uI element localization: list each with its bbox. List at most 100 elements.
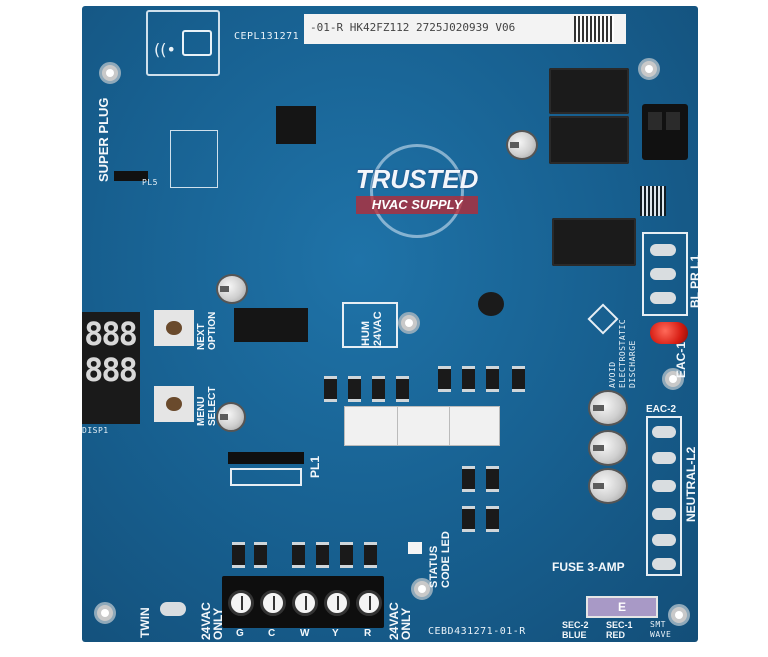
part-number-bottom: CEBD431271-01-R xyxy=(428,626,526,637)
spade-terminal xyxy=(650,244,676,256)
pl1-connector xyxy=(228,452,304,464)
thermostat-terminal-block xyxy=(222,576,384,628)
screw-terminal-g[interactable] xyxy=(228,590,254,616)
watermark-line1: TRUSTED xyxy=(355,164,479,194)
disp-label: DISP1 xyxy=(82,426,109,435)
microcontroller-chip xyxy=(276,106,316,144)
terminal-letter: Y xyxy=(332,628,339,639)
relay-2 xyxy=(549,116,629,164)
spade-terminal xyxy=(652,452,676,464)
part-number-top: CEPL131271 xyxy=(234,31,300,42)
relay-1 xyxy=(549,68,629,114)
status-code-led-label: STATUS CODE LED xyxy=(428,531,452,588)
seven-segment-display: 888 888 xyxy=(82,312,140,424)
screw-terminal-r[interactable] xyxy=(356,590,382,616)
nfc-antenna-area: ((• xyxy=(146,10,220,76)
display-digits: 888 xyxy=(84,315,138,353)
resistor xyxy=(254,542,267,568)
neutral-terminal-block xyxy=(646,416,682,576)
serial-label: -01-R HK42FZ112 2725J020939 V06 xyxy=(304,14,626,44)
terminal-letter: W xyxy=(300,628,310,639)
twin-label: TWIN xyxy=(138,607,152,638)
resistor xyxy=(462,366,475,392)
spade-terminal xyxy=(650,268,676,280)
mounting-hole xyxy=(398,312,420,334)
resistor xyxy=(486,366,499,392)
fuse-label: FUSE 3-AMP xyxy=(552,560,625,574)
power-plug-connector xyxy=(642,104,688,160)
pl1-label: PL1 xyxy=(308,455,322,478)
smt-wave-label: SMT WAVE xyxy=(650,620,672,639)
next-option-button[interactable] xyxy=(154,310,194,346)
mounting-hole xyxy=(662,368,684,390)
spade-terminal xyxy=(652,534,676,546)
pl1-outline xyxy=(230,468,302,486)
pl5-label: PL5 xyxy=(142,178,158,187)
menu-select-label: MENU SELECT xyxy=(196,386,218,426)
resistor xyxy=(232,542,245,568)
screw-terminal-y[interactable] xyxy=(324,590,350,616)
screw-terminal-c[interactable] xyxy=(260,590,286,616)
nfc-icon: ((• xyxy=(154,40,176,59)
neutral-l2-label: NEUTRAL-L2 xyxy=(684,446,698,522)
terminal-letter: R xyxy=(364,628,372,639)
bl-pr-l1-label: BL PR L1 xyxy=(688,254,698,308)
fuse-3-amp[interactable]: E xyxy=(586,596,658,618)
resistor xyxy=(364,542,377,568)
resistor xyxy=(324,376,337,402)
twin-terminal xyxy=(160,602,186,616)
electrolytic-capacitor xyxy=(588,468,628,504)
watermark: TRUSTED HVAC SUPPLY xyxy=(352,144,482,242)
l1-terminal-block xyxy=(642,232,688,316)
sec2-label: SEC-2 BLUE xyxy=(562,620,589,640)
resistor xyxy=(512,366,525,392)
mounting-hole xyxy=(668,604,690,626)
qr-code xyxy=(574,16,614,42)
resistor xyxy=(372,376,385,402)
terminal-letter-row: G C W Y R xyxy=(222,628,384,640)
eac1-label: EAC-1 xyxy=(674,341,688,378)
terminal-letter: C xyxy=(268,628,276,639)
resistor xyxy=(348,376,361,402)
watermark-banner xyxy=(356,196,478,214)
resistor xyxy=(292,542,305,568)
menu-select-button[interactable] xyxy=(154,386,194,422)
resistor xyxy=(396,376,409,402)
electrolytic-capacitor xyxy=(506,130,538,160)
status-led-red xyxy=(650,322,688,344)
terminal-letter: G xyxy=(236,628,244,639)
spade-terminal xyxy=(652,426,676,438)
eac2-label: EAC-2 xyxy=(646,404,677,415)
sec1-label: SEC-1 RED xyxy=(606,620,633,640)
circuit-board: ((• -01-R HK42FZ112 2725J020939 V06 CEPL… xyxy=(82,6,698,642)
electrolytic-capacitor xyxy=(216,274,248,304)
spade-terminal xyxy=(652,558,676,570)
mounting-hole xyxy=(99,62,121,84)
electrolytic-capacitor xyxy=(588,430,628,466)
component-ref-grid xyxy=(170,130,218,188)
status-led xyxy=(408,542,422,554)
resistor xyxy=(438,366,451,392)
display-digits: 888 xyxy=(84,351,138,389)
resistor xyxy=(462,506,475,532)
spade-terminal xyxy=(652,508,676,520)
driver-chip xyxy=(234,308,308,342)
electrolytic-capacitor xyxy=(588,390,628,426)
white-pin-header-connector xyxy=(344,406,500,446)
resistor xyxy=(486,466,499,492)
hum-24vac-block xyxy=(342,302,398,348)
resistor xyxy=(340,542,353,568)
electrolytic-capacitor xyxy=(216,402,246,432)
24vac-only-left-label: 24VAC ONLY xyxy=(199,602,225,640)
24vac-only-right-label: 24VAC ONLY xyxy=(387,602,413,640)
watermark-seal-icon xyxy=(370,144,464,238)
hum-24vac-label: HUM 24VAC xyxy=(360,311,384,346)
fuse-letter: E xyxy=(618,600,627,614)
super-plug-connector xyxy=(114,171,148,181)
small-qr-code xyxy=(640,186,666,216)
screw-terminal-w[interactable] xyxy=(292,590,318,616)
mounting-hole xyxy=(638,58,660,80)
resistor xyxy=(316,542,329,568)
super-plug-label: SUPER PLUG xyxy=(96,97,111,182)
mounting-hole xyxy=(411,578,433,600)
